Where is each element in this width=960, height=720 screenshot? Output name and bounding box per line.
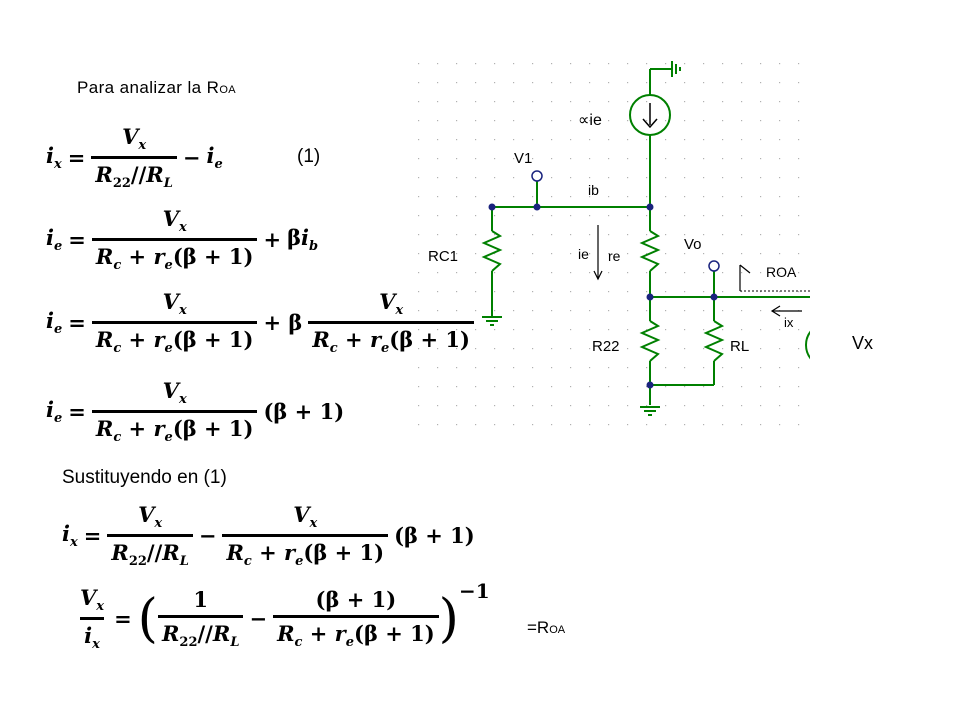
- label-r22: R22: [592, 338, 620, 355]
- resistor-re: [639, 230, 661, 272]
- circuit-diagram: ∝ie + V1 ib ie re Vo RC1 R22 RL ROA ix: [410, 55, 810, 440]
- probe-vo: [708, 260, 720, 272]
- title-main: Para analizar la R: [77, 78, 220, 97]
- source-label: ∝ie: [578, 112, 602, 129]
- label-vo: Vo: [684, 236, 702, 253]
- grid-background: [410, 55, 810, 440]
- label-v1: V1: [514, 150, 532, 167]
- current-source: [629, 94, 671, 136]
- voltage-source-vx: +: [805, 330, 810, 360]
- label-rc1: RC1: [428, 248, 458, 265]
- equation-reference-label: (1): [297, 146, 321, 167]
- wires: [482, 61, 810, 416]
- title-subscript: OA: [219, 84, 237, 96]
- label-vx: Vx: [852, 333, 874, 353]
- junction-nodes: [488, 203, 718, 389]
- substitution-label: Sustituyendo en (1): [62, 467, 227, 488]
- page-title: Para analizar la ROA: [77, 78, 236, 98]
- label-rl: RL: [730, 338, 749, 355]
- label-ix: ix: [784, 315, 794, 330]
- resistor-rl: [703, 320, 725, 362]
- label-re: re: [608, 248, 621, 264]
- roa-result-label: =ROA: [527, 618, 566, 637]
- probe-v1: [531, 170, 543, 182]
- label-ie: ie: [578, 246, 589, 262]
- resistor-r22: [639, 320, 661, 362]
- label-roa: ROA: [766, 264, 797, 280]
- resistor-rc1: [481, 230, 503, 272]
- label-ib: ib: [588, 182, 599, 198]
